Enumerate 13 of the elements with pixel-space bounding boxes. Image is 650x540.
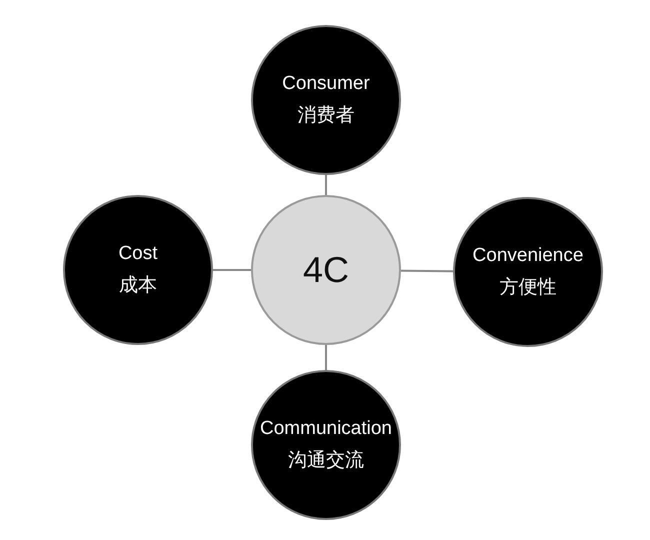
english-label: Consumer — [282, 72, 370, 96]
english-label: Convenience — [472, 244, 584, 268]
center-label: 4C — [302, 248, 350, 292]
english-label: Cost — [118, 242, 158, 266]
connector-line — [325, 345, 327, 370]
connector-line — [213, 269, 251, 271]
chinese-label: 消费者 — [298, 104, 354, 128]
english-label: Communication — [260, 417, 392, 441]
connector-line — [400, 270, 454, 272]
connector-line — [325, 175, 327, 195]
chinese-label: 成本 — [119, 274, 157, 298]
chinese-label: 方便性 — [500, 276, 556, 300]
chinese-label: 沟通交流 — [288, 449, 364, 473]
